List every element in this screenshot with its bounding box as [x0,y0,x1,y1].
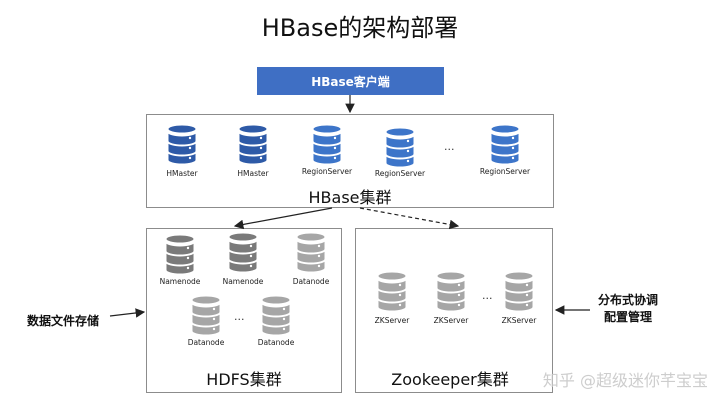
zk-node-label: ZKServer [374,316,410,325]
hmaster-2-icon [238,123,268,169]
zkserver-3-icon [504,270,534,316]
datanode-3-icon [261,294,291,340]
hbase-ellipsis: ... [444,140,455,153]
namenode-1-icon [165,233,195,279]
hdfs-node-label: Datanode [257,338,295,347]
hbase-node-label: RegionServer [374,169,426,178]
zk-node-label: ZKServer [501,316,537,325]
zk-node-label: ZKServer [433,316,469,325]
regionserver-3-icon [490,123,520,169]
hdfs-node-label: Namenode [222,277,264,286]
coordination-annotation-line1: 分布式协调 [597,293,658,307]
hbase-client-box: HBase客户端 [257,67,444,95]
coordination-annotation: 分布式协调 配置管理 [588,292,668,326]
hbase-cluster-label: HBase集群 [308,188,392,207]
datanode-2-icon [191,294,221,340]
hdfs-node-label: Datanode [292,277,330,286]
diagram-title: HBase的架构部署 [261,14,459,42]
hbase-to-zookeeper-dashed-arrow [359,207,460,230]
storage-annotation-arrow [109,308,146,318]
coordination-annotation-line2: 配置管理 [603,310,652,324]
regionserver-2-icon [385,126,415,172]
watermark: 知乎 @超级迷你芊宝宝 [542,371,708,390]
hdfs-cluster-label: HDFS集群 [206,370,282,389]
hdfs-node-label: Namenode [159,277,201,286]
data-storage-annotation: 数据文件存储 [26,314,99,328]
namenode-2-icon [228,231,258,277]
hbase-node-label: RegionServer [479,167,531,176]
hbase-cluster-frame [146,114,554,208]
hdfs-ellipsis: ... [234,310,245,323]
hmaster-1-icon [167,123,197,169]
hbase-node-label: HMaster [166,169,198,178]
regionserver-1-icon [312,123,342,169]
hbase-to-hdfs-arrow [233,207,333,230]
hdfs-node-label: Datanode [187,338,225,347]
datanode-1-icon [296,231,326,277]
zkserver-2-icon [436,270,466,316]
zk-ellipsis: ... [482,289,493,302]
hbase-node-label: HMaster [237,169,269,178]
zkserver-1-icon [377,270,407,316]
zookeeper-cluster-label: Zookeeper集群 [391,370,509,389]
hbase-node-label: RegionServer [301,167,353,176]
